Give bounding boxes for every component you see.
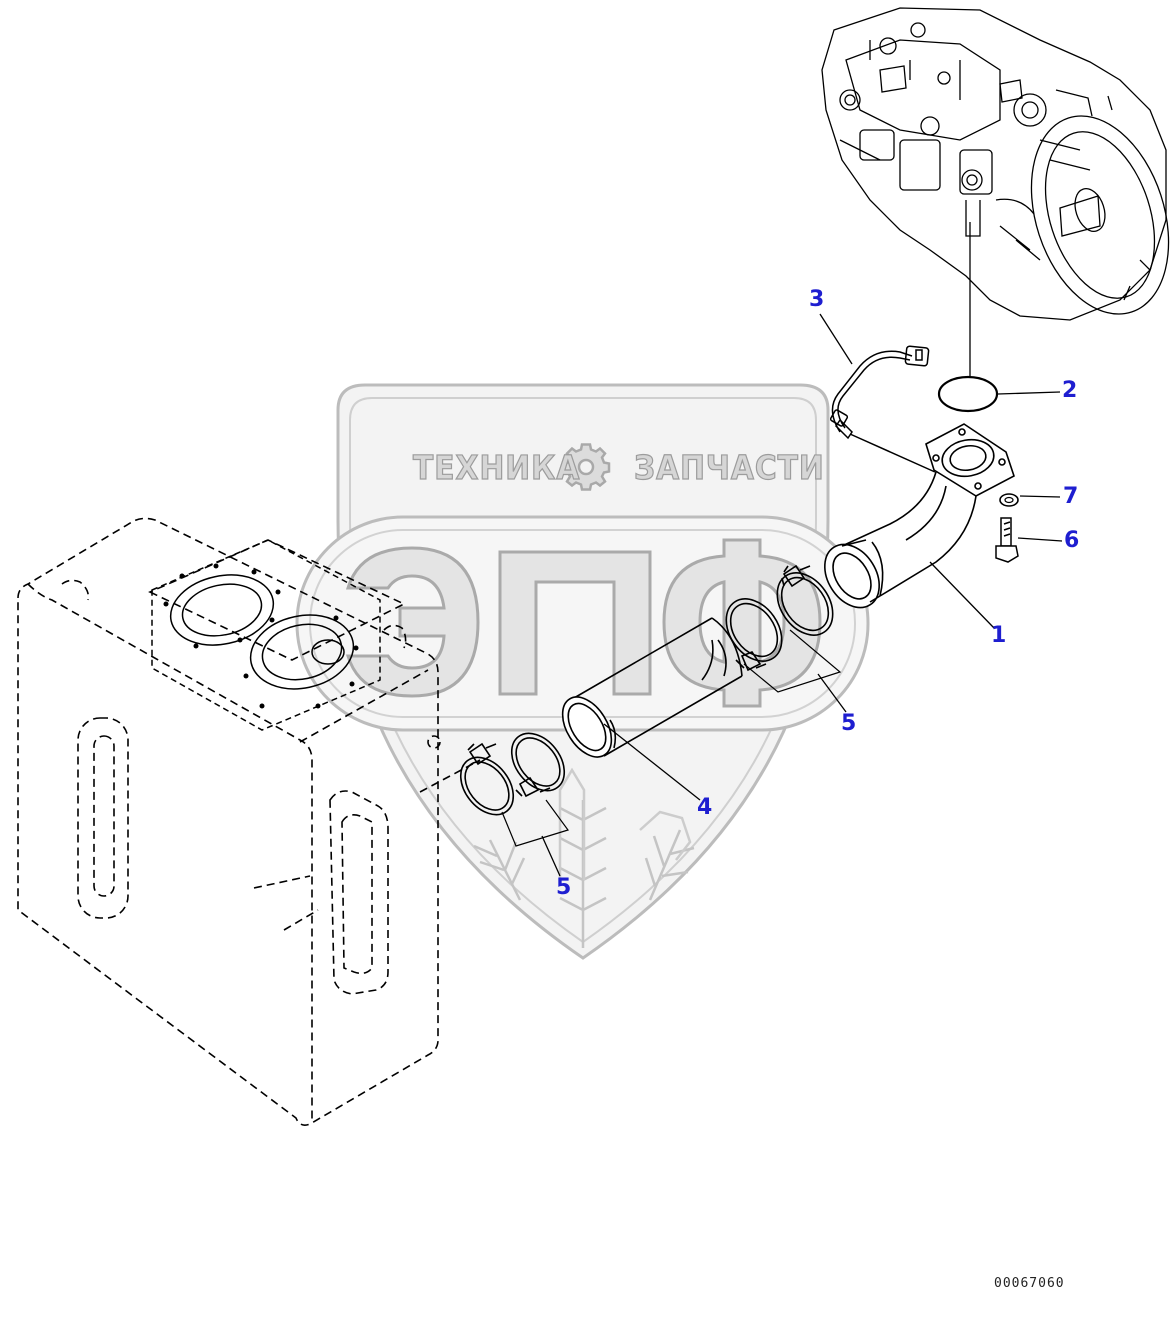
callout-7[interactable]: 7: [1063, 484, 1079, 509]
callout-3[interactable]: 3: [809, 287, 825, 312]
tank-top-flange: [151, 539, 381, 731]
sensor-harness: [829, 345, 936, 473]
hose-clamp-upper-1: [776, 564, 834, 636]
hose-clamp-lower-1: [510, 732, 566, 798]
watermark-gear-icon: [561, 443, 611, 491]
pipe-flange: [925, 423, 1015, 497]
callout-1[interactable]: 1: [991, 623, 1007, 648]
hydraulic-pump-assembly: [821, 7, 1170, 321]
bolt: [995, 517, 1019, 563]
upper-clamp-leaders: [743, 629, 842, 693]
callout-4[interactable]: 4: [697, 795, 713, 820]
callout-5-upper[interactable]: 5: [841, 711, 857, 736]
tank-port-lower: [249, 614, 355, 690]
watermark-text-right: ЗАПЧАСТИ: [633, 447, 825, 487]
callout-leaders: [541, 313, 1063, 877]
callout-2[interactable]: 2: [1062, 378, 1078, 403]
drawing-number: 00067060: [994, 1276, 1065, 1291]
tank-port-upper: [169, 574, 275, 646]
hydraulic-tank: [17, 517, 481, 1126]
watermark-wheat: [473, 767, 695, 948]
pipe-outlet: [824, 543, 880, 609]
washer: [999, 493, 1019, 507]
lower-clamp-leaders: [501, 799, 569, 847]
watermark-logo: [295, 383, 870, 960]
hose-clamp-lower-2: [459, 742, 515, 816]
elbow-suction-pipe: [824, 423, 1015, 609]
watermark-letter-p: [498, 550, 652, 696]
callout-5-lower[interactable]: 5: [556, 875, 572, 900]
watermark-text-left: ТЕХНИКА: [412, 447, 581, 487]
callout-6[interactable]: 6: [1064, 528, 1080, 553]
o-ring: [937, 375, 999, 413]
